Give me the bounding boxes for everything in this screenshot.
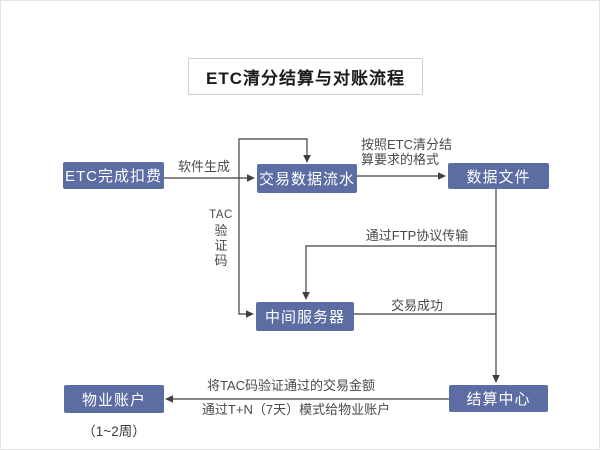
node-property-account: 物业账户 [64, 385, 164, 413]
arrowhead-into-transaction-flow-top [303, 155, 311, 163]
diagram-title: ETC清分结算与对账流程 [188, 58, 423, 95]
arrowhead-into-middle-server-left [246, 310, 254, 318]
label-ftp-transfer: 通过FTP协议传输 [365, 228, 469, 243]
label-transaction-success: 交易成功 [390, 298, 443, 313]
arrowhead-into-data-file-left [438, 172, 446, 180]
node-etc-deduction: ETC完成扣费 [63, 162, 164, 189]
arrowhead-into-transaction-flow-left [247, 174, 255, 182]
node-data-file: 数据文件 [448, 163, 549, 189]
label-tac-code: TAC 验 证 码 [209, 209, 233, 268]
label-tac-amount: 将TAC码验证通过的交易金额 [206, 378, 376, 393]
label-software-generate: 软件生成 [177, 159, 230, 174]
node-settlement-center: 结算中心 [449, 385, 548, 412]
edge-tac-loop [238, 138, 308, 315]
node-transaction-flow: 交易数据流水 [257, 164, 357, 193]
arrowhead-into-middle-server-top [302, 292, 310, 300]
property-account-note: （1~2周） [82, 424, 146, 439]
label-tn-mode: 通过T+N（7天）模式给物业账户 [201, 402, 391, 417]
edge-ftp-branch [305, 245, 496, 293]
label-etc-format: 按照ETC清分结 算要求的格式 [361, 137, 453, 167]
node-middle-server: 中间服务器 [256, 302, 354, 331]
arrowhead-into-property-right [165, 395, 173, 403]
arrowhead-into-settlement-top [492, 375, 500, 383]
